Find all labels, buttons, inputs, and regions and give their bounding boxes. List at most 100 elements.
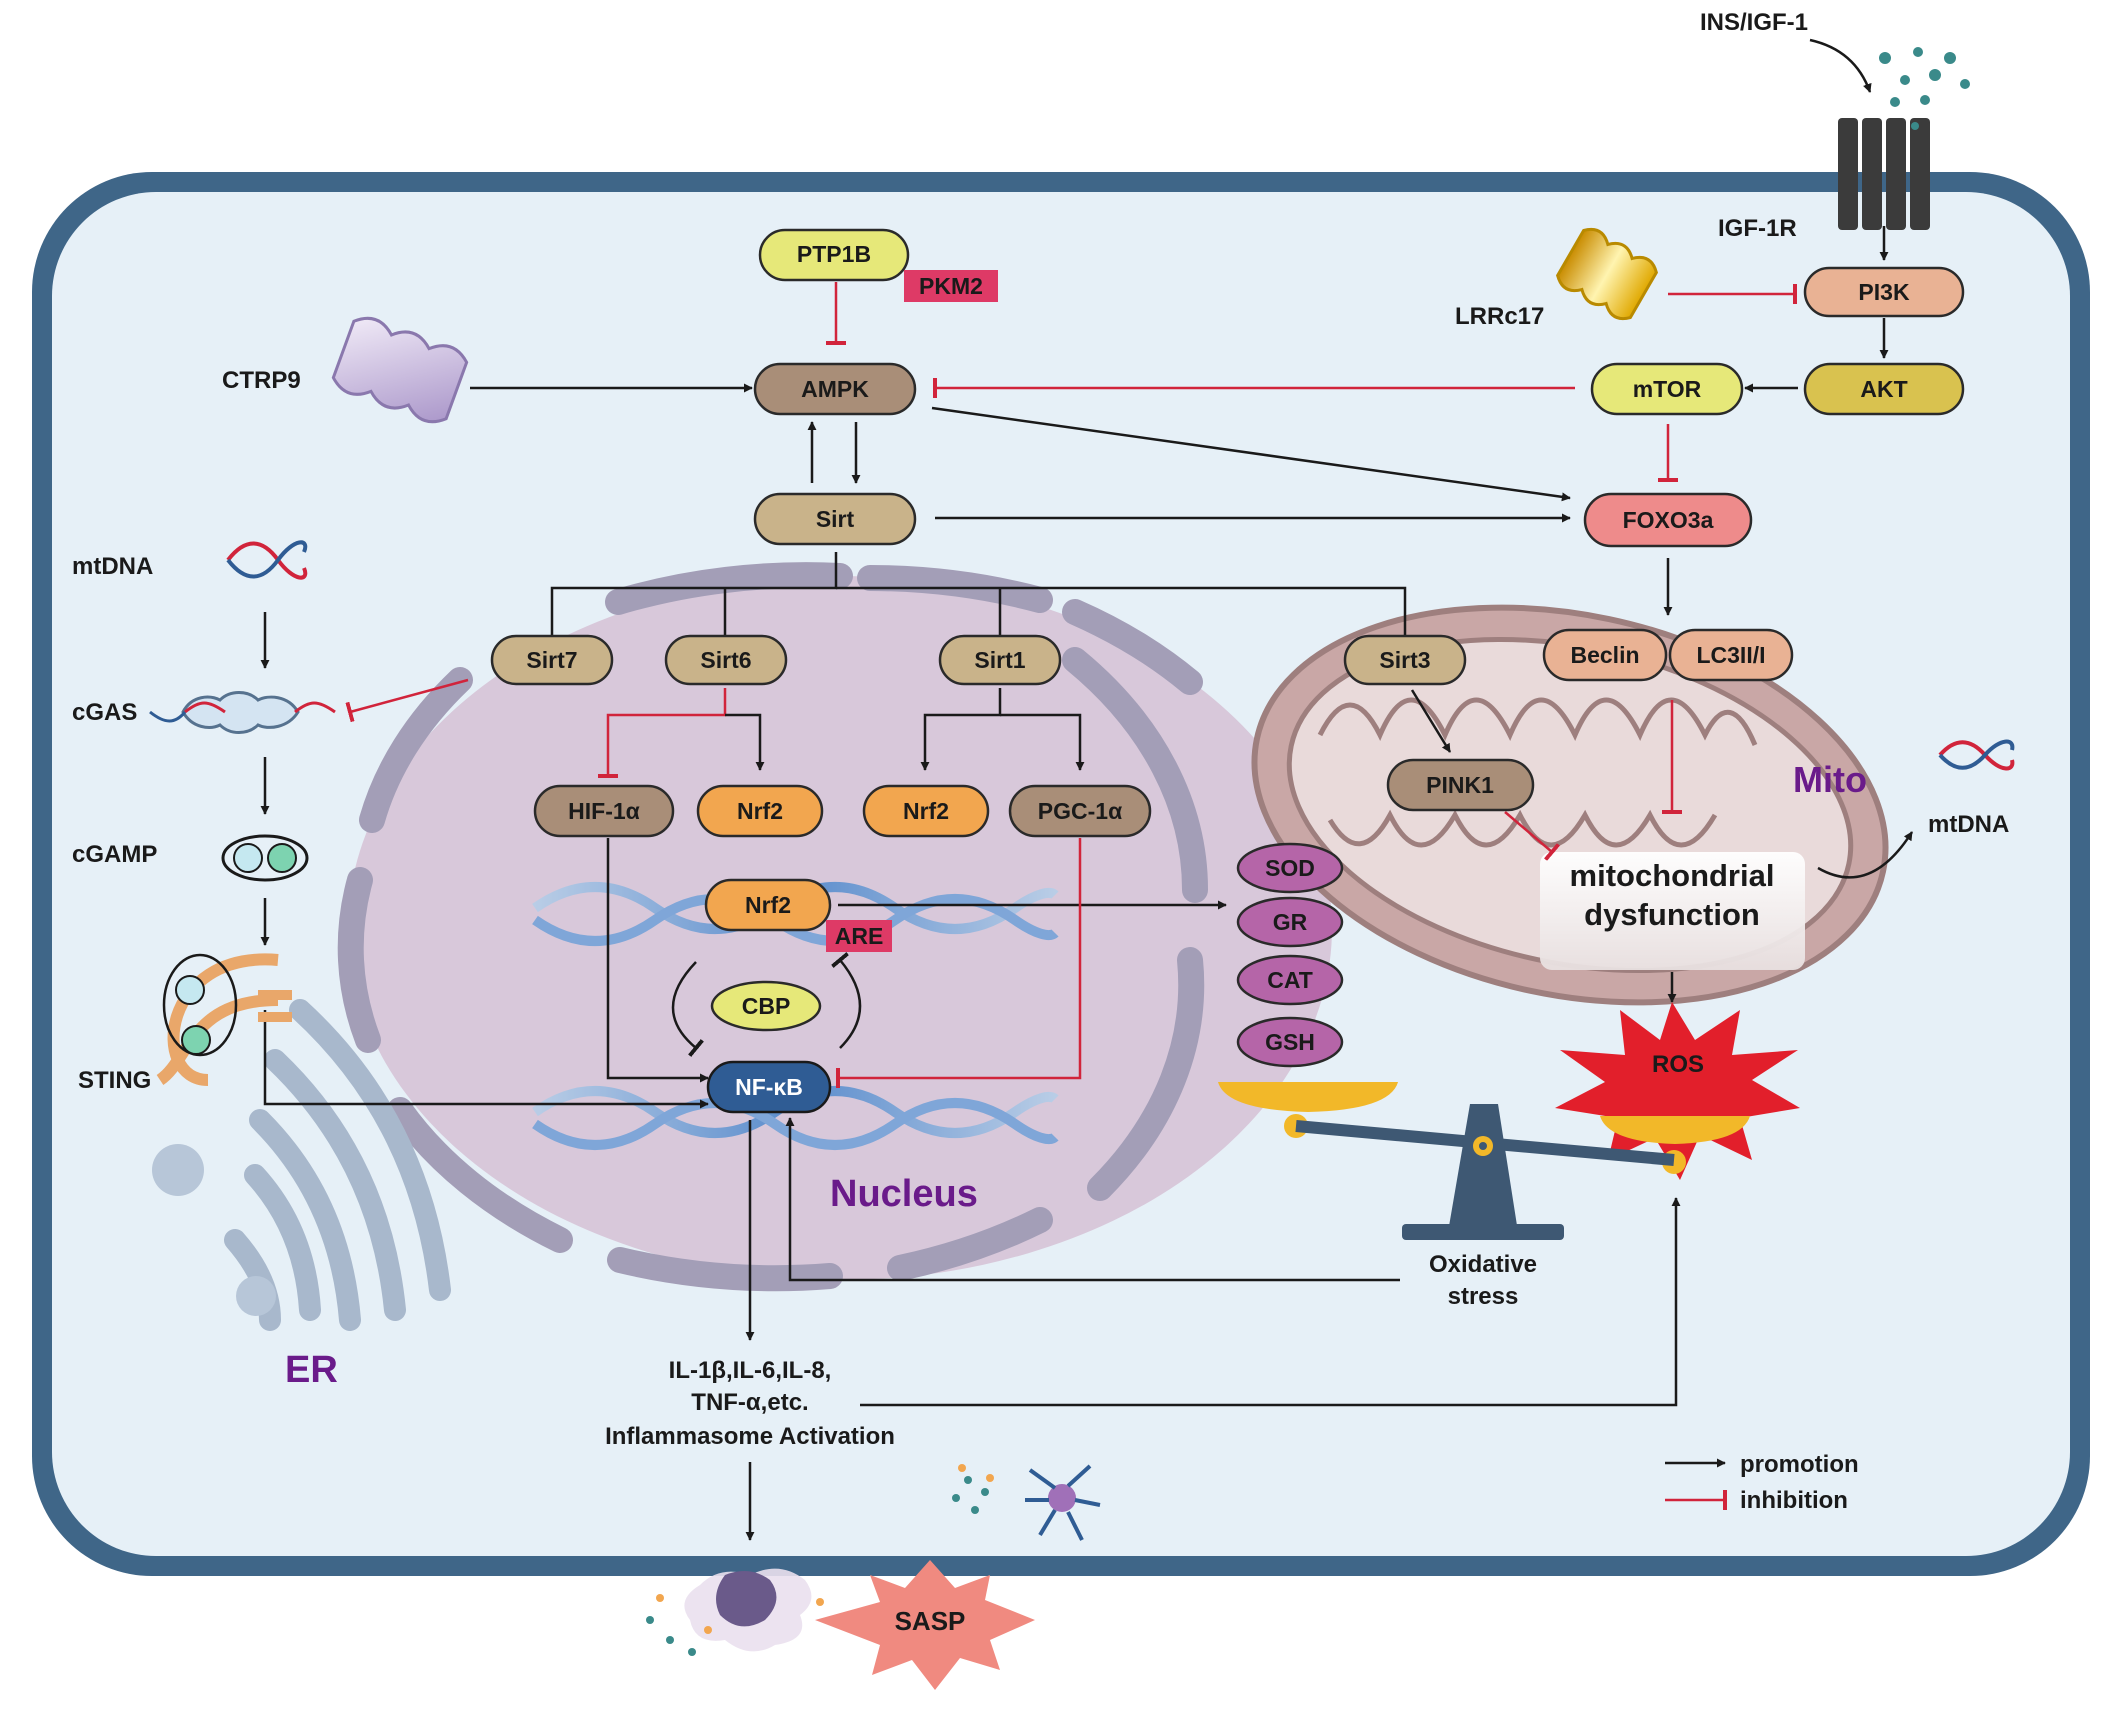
nrf2-cbp-nfkb-arc-right xyxy=(831,952,862,1049)
pgc1a-inhibits-nfkb xyxy=(836,838,1082,1088)
svg-text:SOD: SOD xyxy=(1265,855,1315,881)
node-pink1: PINK1 xyxy=(1386,758,1535,812)
ctrp9-label: CTRP9 xyxy=(222,367,301,394)
node-lc3: LC3II/I xyxy=(1668,628,1794,682)
node-cat: CAT xyxy=(1236,954,1344,1006)
mito-dysfunction-box xyxy=(1540,852,1805,970)
svg-text:Nrf2: Nrf2 xyxy=(745,892,791,918)
oxidative-stress-label-1: Oxidative xyxy=(1429,1251,1537,1278)
node-sod: SOD xyxy=(1236,842,1344,894)
svg-text:LC3II/I: LC3II/I xyxy=(1696,642,1765,668)
svg-text:AMPK: AMPK xyxy=(801,376,869,402)
node-ptp1b: PTP1B xyxy=(758,228,910,282)
mtdna-out-label: mtDNA xyxy=(1928,811,2009,838)
svg-text:PGC-1α: PGC-1α xyxy=(1038,798,1122,824)
cgamp-molecule-icon xyxy=(221,834,309,882)
node-hif1a: HIF-1α xyxy=(533,784,675,838)
svg-text:CAT: CAT xyxy=(1267,967,1313,993)
mtdna-label: mtDNA xyxy=(72,553,153,580)
svg-text:CBP: CBP xyxy=(742,993,791,1019)
node-cbp: CBP xyxy=(710,980,822,1032)
cgas-protein-icon xyxy=(149,691,336,734)
mito-dysfunction-label-1: mitochondrial xyxy=(1570,858,1775,893)
mito-dysfunction-label-2: dysfunction xyxy=(1584,897,1760,932)
mtdna-out-helix-icon xyxy=(1938,739,2015,771)
cytokines-label-3: Inflammasome Activation xyxy=(605,1423,895,1450)
node-sirt6: Sirt6 xyxy=(664,634,788,686)
node-sirt3: Sirt3 xyxy=(1343,634,1467,686)
svg-text:Sirt7: Sirt7 xyxy=(526,647,577,673)
pink1-inhibits-mito-dysfunction xyxy=(1504,811,1561,861)
svg-text:NF-κB: NF-κB xyxy=(735,1074,803,1100)
svg-text:FOXO3a: FOXO3a xyxy=(1623,507,1714,533)
sting-to-nfkb xyxy=(263,1010,709,1109)
oxidative-stress-to-nfkb xyxy=(785,1117,1400,1282)
svg-text:mTOR: mTOR xyxy=(1633,376,1702,402)
mtdna-helix-icon xyxy=(226,540,308,580)
node-gr: GR xyxy=(1236,896,1344,948)
node-pi3k: PI3K xyxy=(1803,266,1965,318)
er-label: ER xyxy=(285,1349,338,1391)
tag-pkm2: PKM2 xyxy=(904,270,998,302)
node-nrf2-sirt1: Nrf2 xyxy=(862,784,990,838)
cgamp-label: cGAMP xyxy=(72,841,157,868)
node-mtor: mTOR xyxy=(1590,362,1744,416)
svg-text:PINK1: PINK1 xyxy=(1426,772,1494,798)
svg-text:HIF-1α: HIF-1α xyxy=(568,798,640,824)
node-sirt7: Sirt7 xyxy=(490,634,614,686)
svg-text:PKM2: PKM2 xyxy=(919,273,983,299)
legend-inhibition-label: inhibition xyxy=(1740,1487,1848,1514)
mito-label: Mito xyxy=(1793,759,1867,800)
svg-text:ARE: ARE xyxy=(835,923,884,949)
sirt-branch-bus xyxy=(550,552,838,636)
svg-text:Nrf2: Nrf2 xyxy=(903,798,949,824)
sting-protein-icon xyxy=(156,953,292,1086)
node-nrf2-nuclear: Nrf2 xyxy=(704,878,832,932)
ampk-to-foxo3a xyxy=(931,406,1571,502)
node-pgc1a: PGC-1α xyxy=(1008,784,1152,838)
svg-text:SASP: SASP xyxy=(895,1606,966,1636)
hif1a-to-nfkb xyxy=(606,838,709,1083)
senescent-cell-icon xyxy=(646,1568,824,1656)
sirt3-to-pink1 xyxy=(1410,689,1452,753)
igf1r-label: IGF-1R xyxy=(1718,215,1797,242)
node-sirt1: Sirt1 xyxy=(938,634,1062,686)
node-sirt: Sirt xyxy=(753,492,917,546)
svg-text:Nrf2: Nrf2 xyxy=(737,798,783,824)
node-foxo3a: FOXO3a xyxy=(1583,492,1753,548)
connectors xyxy=(260,226,1914,1541)
svg-text:Sirt: Sirt xyxy=(816,506,855,532)
node-nrf2-sirt6: Nrf2 xyxy=(696,784,824,838)
svg-text:PTP1B: PTP1B xyxy=(797,241,871,267)
ins-igf1-ligand-dots xyxy=(1879,47,1970,130)
node-akt: AKT xyxy=(1803,362,1965,416)
inflammasome-icon xyxy=(952,1464,1101,1541)
ctrp9-protein-icon xyxy=(331,316,469,424)
balance-scale xyxy=(1218,1082,1750,1240)
nucleus-label: Nucleus xyxy=(830,1173,978,1215)
nrf2-cbp-nfkb-arc-left xyxy=(671,961,704,1057)
node-ampk: AMPK xyxy=(753,362,917,416)
svg-text:Beclin: Beclin xyxy=(1570,642,1639,668)
ligand-arrow xyxy=(1809,38,1872,93)
svg-text:GR: GR xyxy=(1273,909,1308,935)
cytokines-label-2: TNF-α,etc. xyxy=(691,1389,808,1416)
cytokines-to-ros xyxy=(860,1197,1681,1407)
svg-text:AKT: AKT xyxy=(1860,376,1907,402)
svg-text:Sirt6: Sirt6 xyxy=(700,647,751,673)
oxidative-stress-label-2: stress xyxy=(1448,1283,1519,1310)
igf1r-receptor-icon xyxy=(1838,118,1930,230)
svg-text:GSH: GSH xyxy=(1265,1029,1315,1055)
sasp-burst: SASP xyxy=(815,1560,1035,1690)
legend-promotion-label: promotion xyxy=(1740,1451,1859,1478)
ros-burst: ROS xyxy=(1555,1002,1800,1180)
legend: promotion inhibition xyxy=(1665,1451,1859,1514)
svg-text:ROS: ROS xyxy=(1652,1051,1704,1078)
cgas-label: cGAS xyxy=(72,699,137,726)
svg-text:Sirt3: Sirt3 xyxy=(1379,647,1430,673)
svg-text:Sirt1: Sirt1 xyxy=(974,647,1025,673)
node-nfkb: NF-κB xyxy=(706,1060,832,1114)
cytokines-label-1: IL-1β,IL-6,IL-8, xyxy=(669,1357,832,1384)
